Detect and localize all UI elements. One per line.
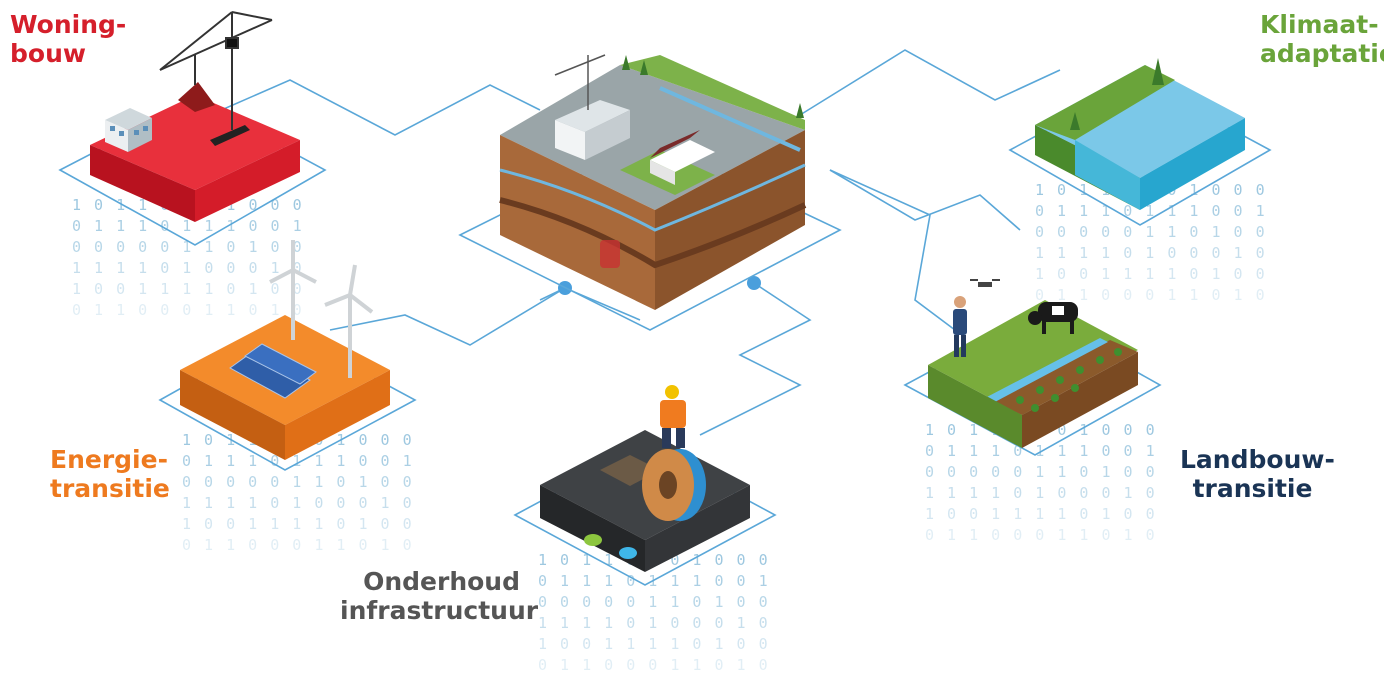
klimaat-block xyxy=(1008,58,1272,226)
binary-row: 1 0 0 1 1 1 1 0 1 0 0 xyxy=(72,280,304,298)
binary-row: 0 1 1 0 0 0 1 1 0 1 0 xyxy=(925,526,1157,544)
binary-row: 1 0 0 1 1 1 1 0 1 0 0 xyxy=(1035,265,1267,283)
binary-row: 0 1 1 0 0 0 1 1 0 1 0 xyxy=(72,301,304,319)
label-klimaat: Klimaat- adaptatie xyxy=(1260,10,1384,68)
wind-turbine-icon xyxy=(269,240,374,378)
binary-row: 1 0 0 1 1 1 1 0 1 0 0 xyxy=(182,515,414,533)
label-line: Landbouw- xyxy=(1180,445,1335,474)
woningbouw-block xyxy=(58,11,327,246)
binary-row: 0 0 0 0 0 1 1 0 1 0 0 xyxy=(72,238,304,256)
label-energie: Energie- transitie xyxy=(50,445,170,503)
label-line: Onderhoud xyxy=(363,567,520,596)
binary-row: 0 1 1 1 0 1 1 1 0 0 1 xyxy=(72,217,304,235)
label-woningbouw: Woning- bouw xyxy=(10,10,126,68)
label-line: bouw xyxy=(10,39,86,68)
label-line: Energie- xyxy=(50,445,168,474)
label-line: adaptatie xyxy=(1260,39,1384,68)
label-landbouw: Landbouw- transitie xyxy=(1180,445,1335,503)
binary-row: 0 1 1 1 0 1 1 1 0 0 1 xyxy=(182,452,414,470)
label-line: transitie xyxy=(50,474,170,503)
binary-row: 0 0 0 0 0 1 1 0 1 0 0 xyxy=(1035,223,1267,241)
cable-reel-icon xyxy=(642,449,706,521)
energie-block xyxy=(158,240,417,471)
binary-row: 1 0 0 1 1 1 1 0 1 0 0 xyxy=(925,505,1157,523)
binary-row: 0 1 1 0 0 0 1 1 0 1 0 xyxy=(182,536,414,554)
label-line: transitie xyxy=(1192,474,1313,503)
landbouw-block xyxy=(903,279,1162,456)
farmer-icon xyxy=(953,296,967,357)
binary-row: 0 1 1 0 0 0 1 1 0 1 0 xyxy=(1035,286,1267,304)
label-line: infrastructuur xyxy=(340,596,539,625)
city-block xyxy=(458,54,842,331)
binary-row: 0 0 0 0 0 1 1 0 1 0 0 xyxy=(182,473,414,491)
tree-icon xyxy=(1070,58,1164,130)
connector-node xyxy=(747,276,761,290)
binary-row: 1 1 1 1 0 1 0 0 0 1 0 xyxy=(538,614,770,632)
binary-row: 0 0 0 0 0 1 1 0 1 0 0 xyxy=(925,463,1157,481)
binary-row: 1 1 1 1 0 1 0 0 0 1 0 xyxy=(925,484,1157,502)
drone-icon xyxy=(970,279,1000,287)
binary-row: 1 1 1 1 0 1 0 0 0 1 0 xyxy=(72,259,304,277)
construction-crane-icon xyxy=(554,54,606,110)
binary-row: 1 1 1 1 0 1 0 0 0 1 0 xyxy=(182,494,414,512)
tree-icon xyxy=(622,55,804,118)
solar-panel-icon xyxy=(229,343,317,399)
binary-row: 0 0 0 0 0 1 1 0 1 0 0 xyxy=(538,593,770,611)
label-line: Woning- xyxy=(10,10,127,39)
binary-row: 0 1 1 1 0 1 1 1 0 0 1 xyxy=(925,442,1157,460)
label-line: Klimaat- xyxy=(1260,10,1379,39)
cow-icon xyxy=(1028,302,1078,334)
water-icon xyxy=(659,86,801,152)
house-icon xyxy=(105,108,152,152)
binary-row: 0 1 1 0 0 0 1 1 0 1 0 xyxy=(538,656,770,674)
connector-lines xyxy=(209,49,1061,436)
binary-row: 1 1 1 1 0 1 0 0 0 1 0 xyxy=(1035,244,1267,262)
binary-row: 0 1 1 1 0 1 1 1 0 0 1 xyxy=(1035,202,1267,220)
binary-row: 1 0 0 1 1 1 1 0 1 0 0 xyxy=(538,635,770,653)
construction-crane-icon xyxy=(159,11,273,130)
house-icon xyxy=(650,130,715,185)
label-infra: Onderhoud infrastructuur xyxy=(340,567,539,625)
infra-block xyxy=(513,385,777,586)
worker-icon xyxy=(660,385,686,448)
